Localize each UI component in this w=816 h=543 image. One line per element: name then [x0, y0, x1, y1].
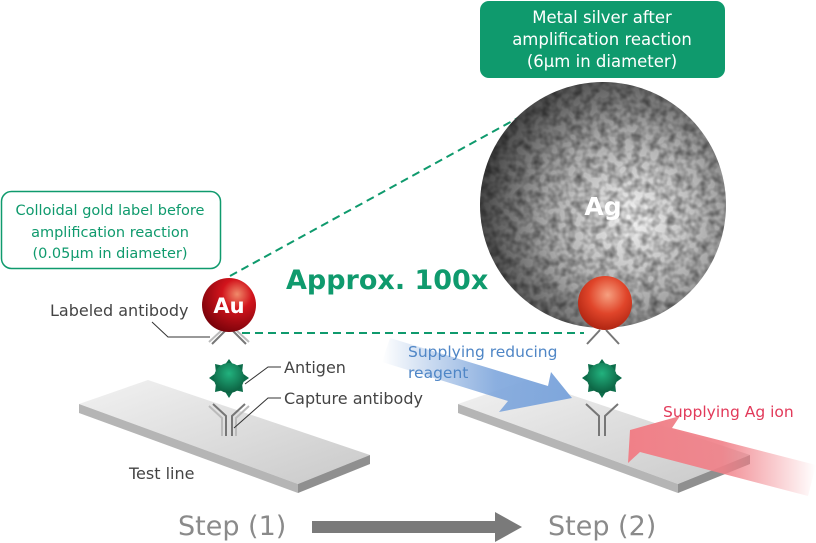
capture-antibody-label: Capture antibody [284, 389, 423, 408]
antigen-step2 [582, 359, 622, 398]
labeled-antibody-step2 [586, 329, 620, 345]
gold-callout-line-3: (0.05μm in diameter) [32, 246, 187, 262]
capture-antibody-step1 [208, 403, 250, 436]
silver-callout-line-1: Metal silver after [532, 8, 672, 27]
gold-callout-line-2: amplification reaction [31, 225, 189, 241]
step-1-label: Step (1) [178, 511, 286, 542]
gold-callout-line-1: Colloidal gold label before [16, 203, 205, 219]
silver-callout-line-3: (6μm in diameter) [527, 52, 677, 71]
silver-callout-line-2: amplification reaction [512, 30, 692, 49]
gold-callout: Colloidal gold label before amplificatio… [0, 190, 222, 270]
magnification-label: Approx. 100x [286, 265, 488, 296]
reducing-reagent-arrow [382, 338, 572, 412]
capture-antibody-step2 [585, 403, 619, 436]
step-2-label: Step (2) [548, 511, 656, 542]
step-arrow [312, 512, 522, 542]
labeled-antibody-leader [151, 321, 210, 338]
antigen-step1 [209, 359, 249, 398]
test-line-label: Test line [128, 464, 194, 483]
embedded-gold-particle [578, 276, 632, 330]
gold-particle: Au [202, 278, 256, 332]
reducing-reagent-label-1: Supplying reducing [408, 343, 557, 361]
test-strip-step1 [79, 380, 370, 493]
zoom-line-upper [229, 96, 557, 277]
ag-ion-label: Supplying Ag ion [663, 403, 794, 421]
silver-symbol: Ag [584, 192, 621, 221]
silver-callout: Metal silver after amplification reactio… [480, 1, 725, 78]
gold-symbol: Au [213, 294, 244, 318]
labeled-antibody-step1 [208, 329, 250, 345]
reducing-reagent-label-2: reagent [408, 364, 468, 382]
silver-particle: Ag [480, 82, 726, 330]
antigen-label: Antigen [284, 358, 346, 377]
ag-ion-arrow [628, 416, 816, 496]
capture-antibody-leader [233, 397, 281, 429]
antigen-leader [244, 366, 281, 385]
labeled-antibody-label: Labeled antibody [50, 301, 188, 320]
